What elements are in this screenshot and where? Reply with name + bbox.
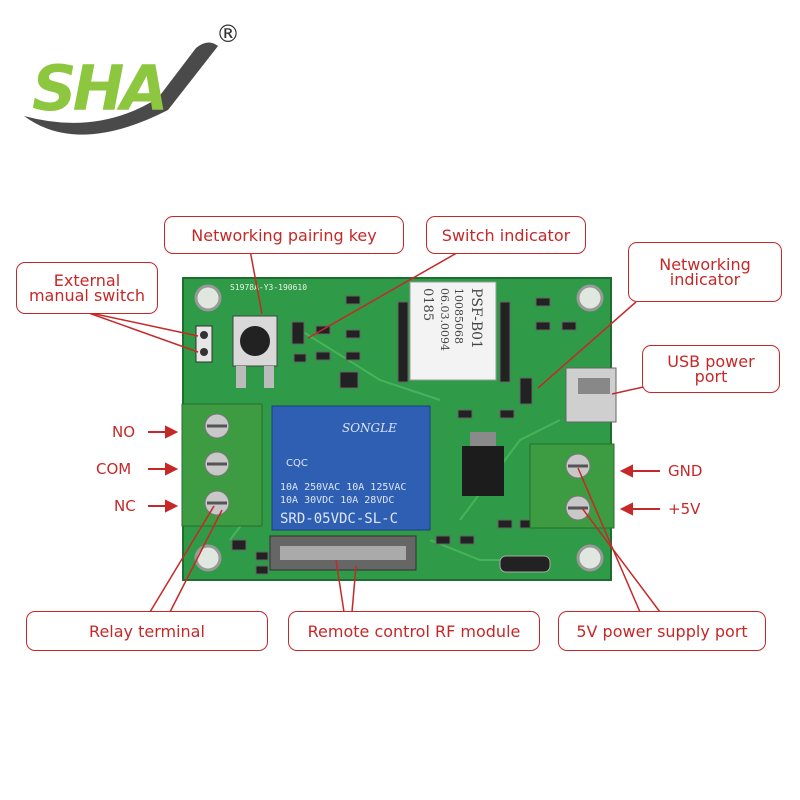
voltage-regulator [462, 446, 504, 496]
callout-networking-indicator: Networking indicator [628, 242, 782, 302]
brand-logo: SHA [24, 42, 218, 135]
wifi-module [409, 281, 497, 381]
logo-text: SHA [32, 52, 165, 125]
pin-label-gnd: GND [668, 462, 703, 480]
mounting-hole [576, 284, 604, 312]
mounting-hole [194, 284, 222, 312]
leader-lines [85, 249, 661, 613]
callout-power-supply-port: 5V power supply port [558, 611, 766, 651]
callout-label: port [694, 367, 728, 386]
callout-pairing-key: Networking pairing key [164, 216, 404, 254]
callout-label: manual switch [28, 286, 146, 305]
wifi-module-line: 0185 [420, 288, 435, 321]
relay-rating: 10A 250VAC 10A 125VAC [280, 482, 406, 493]
pin-label-nc: NC [114, 497, 136, 515]
wifi-module-line: 10085068 [452, 288, 465, 344]
registered-mark: ® [216, 20, 240, 48]
mounting-hole [194, 544, 222, 572]
relay [271, 405, 431, 531]
relay-cert: CQC [286, 458, 308, 469]
callout-label: Switch indicator [441, 225, 571, 245]
callout-label: 5V power supply port [576, 621, 748, 641]
relay-brand: SONGLE [342, 421, 397, 435]
relay-model: SRD-05VDC-SL-C [280, 511, 398, 527]
wifi-module-line: 06.03.0094 [438, 288, 451, 351]
callout-external-switch: External manual switch [16, 262, 158, 314]
callout-rf-module: Remote control RF module [288, 611, 540, 651]
callout-label: Networking [659, 255, 751, 274]
crystal [499, 555, 551, 573]
callout-usb-port: USB power port [642, 345, 780, 393]
relay-rating: 10A 30VDC 10A 28VDC [280, 495, 394, 506]
pin-arrows [148, 425, 660, 516]
callout-label: Networking pairing key [191, 225, 377, 245]
pcb-silkscreen: S1978A-Y3-190610 [230, 283, 307, 292]
mounting-hole [576, 544, 604, 572]
callout-switch-indicator: Switch indicator [426, 216, 586, 254]
callout-label: Remote control RF module [307, 621, 521, 641]
pin-label-5v: +5V [668, 500, 701, 518]
callout-relay-terminal: Relay terminal [26, 611, 268, 651]
callout-label: indicator [669, 270, 741, 289]
callout-label: External [53, 271, 121, 290]
pin-label-no: NO [112, 423, 136, 441]
pin-label-com: COM [96, 460, 132, 478]
logo-swoosh [24, 42, 218, 135]
callout-label: USB power [667, 352, 755, 371]
wifi-module-line: PSF-B01 [468, 288, 484, 349]
usb-port [565, 367, 617, 423]
callout-label: Relay terminal [89, 621, 205, 641]
